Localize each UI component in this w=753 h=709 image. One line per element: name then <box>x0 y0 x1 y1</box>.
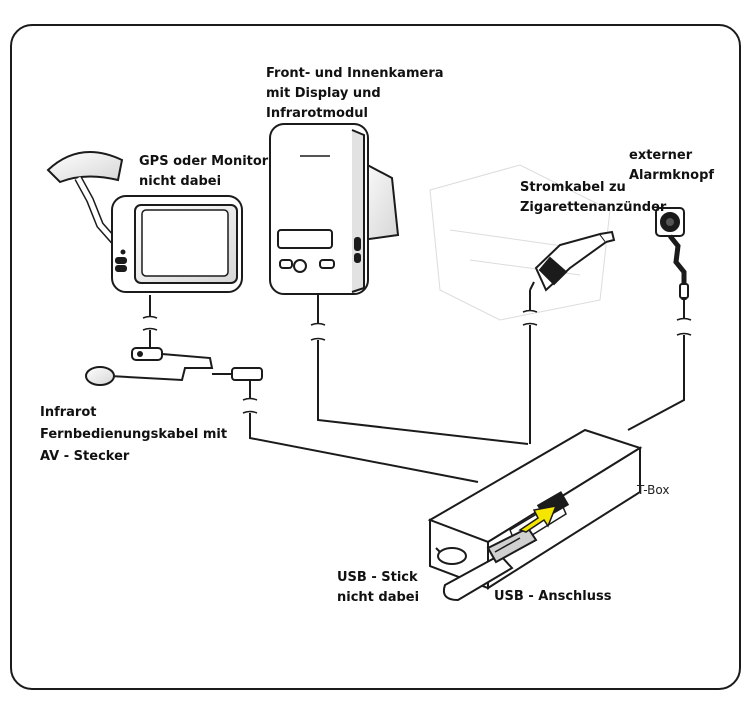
power-cable-label: Stromkabel zu Zigarettenanzünder <box>520 180 667 215</box>
cables <box>149 290 685 483</box>
usb-stick-label: USB - Stick nicht dabei <box>337 570 420 605</box>
alarm-button-label: externer Alarmknopf <box>629 148 715 183</box>
ir-receiver-icon <box>85 366 115 386</box>
t-box <box>427 428 643 590</box>
alarm-cable <box>627 300 685 431</box>
arrow-icon <box>518 505 558 533</box>
monitor-icon <box>111 195 243 293</box>
av-connector <box>109 347 263 382</box>
suction-mount-icon <box>46 151 124 245</box>
camera-label: Front- und Innenkamera mit Display und I… <box>266 66 444 121</box>
infrared-cable-label: Infrarot Fernbedienungskabel mit AV - St… <box>40 405 228 464</box>
camera-cable <box>317 290 529 445</box>
usb-stick-icon <box>442 526 538 602</box>
car-plug-icon <box>529 230 616 292</box>
camera-icon <box>269 123 400 295</box>
cable-break-marks <box>142 309 692 414</box>
gps-monitor-label: GPS oder Monitor nicht dabei <box>139 154 269 189</box>
usb-port-label: USB - Anschluss <box>494 589 612 604</box>
tbox-label: T-Box <box>637 483 670 497</box>
diagram-frame <box>10 24 741 690</box>
av-cable <box>249 378 479 483</box>
alarm-button-icon <box>655 207 689 300</box>
